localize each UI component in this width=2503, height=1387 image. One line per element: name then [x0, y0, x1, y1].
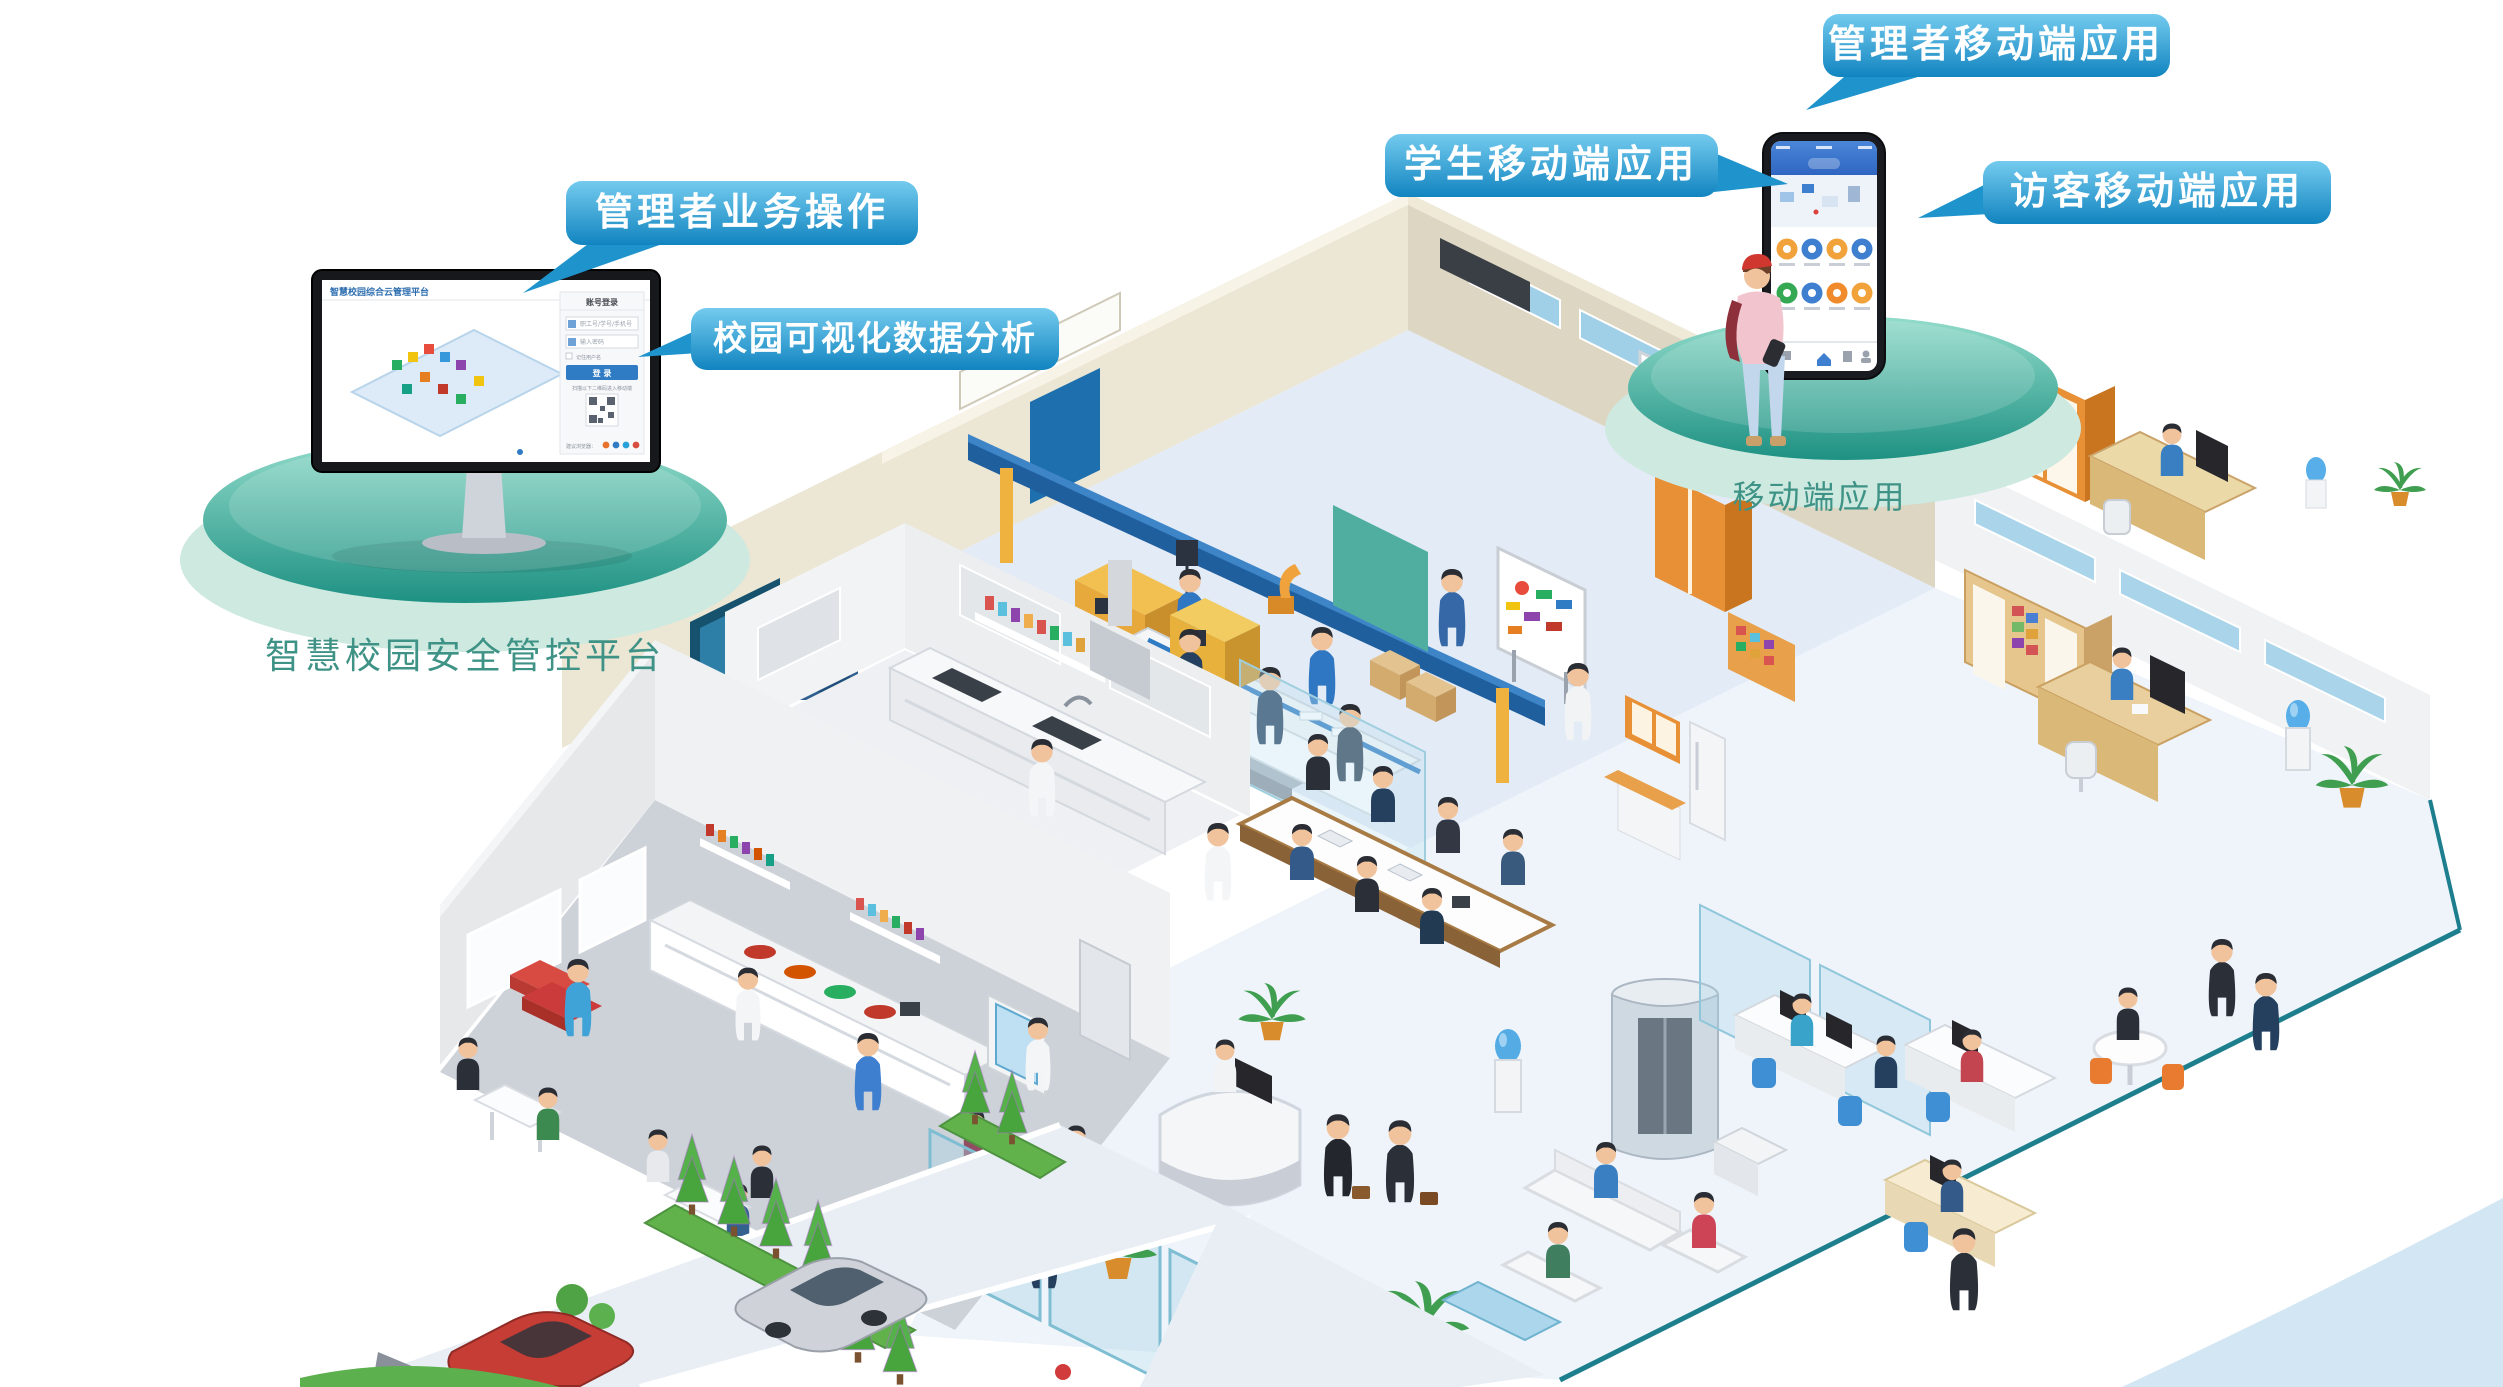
snack-cabinet: [1728, 612, 1795, 702]
window: [578, 845, 647, 955]
browser-icon: [632, 441, 640, 449]
road: [1140, 1205, 1545, 1387]
meeting-whiteboard: [1496, 545, 1587, 704]
profile-icon: [1862, 350, 1870, 358]
login-panel: 账号登录 职工号/学号/手机号 输入密码 记住用户名 登 录 扫描以下二维码进入…: [559, 291, 645, 455]
bush: [556, 1284, 588, 1316]
reception-monitor: [1235, 1058, 1272, 1104]
browser-icon: [622, 441, 630, 449]
username-field: [565, 316, 639, 331]
callout-label: 访客移动端应用: [2010, 169, 2304, 213]
teal-wall: [1333, 505, 1428, 652]
password-field: [565, 334, 639, 349]
callout-manager-operations: 管理者业务操作: [523, 181, 918, 293]
grid-icon: [1782, 351, 1791, 360]
window: [466, 887, 562, 1010]
user-icon: [568, 320, 576, 328]
browser-hint: 建议浏览器：: [566, 443, 596, 450]
callout-manager-mobile: 管理者移动端应用: [1806, 14, 2170, 110]
copier: [1711, 1126, 1789, 1196]
executive-office: [1964, 568, 2389, 808]
door: [1079, 938, 1131, 1062]
browser-icon: [612, 441, 620, 449]
kitchen-shelves: [975, 596, 1105, 683]
screen-header: 智慧校园综合云管理平台: [330, 286, 429, 298]
red-ball: [1055, 1364, 1071, 1380]
office-chair: [2065, 741, 2097, 792]
key-icon: [568, 338, 576, 346]
header-pill: [1808, 158, 1840, 169]
hedge: [938, 1108, 1067, 1180]
doc-icon: [1843, 351, 1852, 362]
silver-car: [734, 1257, 928, 1353]
lawn: [300, 1365, 560, 1387]
browser-icon: [602, 441, 610, 449]
elevator: [1611, 978, 1719, 1160]
mobile-platform: 移动端应用: [1605, 132, 2081, 516]
coffee-table: [1440, 1280, 1563, 1342]
backpack: [1725, 300, 1742, 362]
platform-caption: 移动端应用: [1732, 478, 1907, 516]
meeting-room: [1235, 505, 1592, 968]
ac-unit: [1440, 238, 1530, 312]
callout-label: 管理者业务操作: [595, 190, 889, 234]
lockers: [1655, 470, 1752, 612]
briefcase: [1352, 1186, 1370, 1199]
desktop-monitor: 智慧校园综合云管理平台 账号登录 职工号/学号/手机号 输入密码 记住用户名 登…: [311, 269, 661, 573]
kitchen-counter: [887, 646, 1208, 856]
crane-beam: [968, 440, 1545, 726]
red-cap: [1742, 254, 1772, 270]
crates: [1370, 650, 1456, 722]
parking-area: [300, 1050, 1545, 1387]
floor-edge-trim: [1558, 927, 2462, 1383]
password-placeholder: 输入密码: [580, 338, 604, 346]
remember-checkbox: [565, 352, 573, 360]
lobby-water-cooler: [1494, 1029, 1522, 1113]
qr-hint: 扫描以下二维码进入移动端: [572, 385, 632, 392]
callout-label: 校园可视化数据分析: [713, 319, 1037, 359]
tab-bar: [1782, 350, 1871, 366]
handheld-phone: [1762, 339, 1786, 367]
login-title: 账号登录: [585, 297, 618, 307]
login-button: [566, 365, 638, 380]
kitchen: [725, 523, 1250, 905]
login-button-label: 登 录: [592, 368, 612, 378]
water-cooler: [2285, 700, 2311, 771]
briefcase: [1420, 1192, 1438, 1205]
callout-student-mobile: 学生移动端应用: [1385, 134, 1788, 197]
executive-desk: [2035, 655, 2213, 802]
qr-code: [585, 393, 619, 427]
robot-arm: [1268, 564, 1301, 614]
smartphone: [1762, 132, 1886, 380]
callout-campus-analysis: 校园可视化数据分析: [638, 308, 1059, 370]
remember-label: 记住用户名: [576, 354, 601, 361]
app-header: [1771, 141, 1877, 175]
reception-desk: [1158, 1058, 1302, 1207]
bush: [589, 1303, 615, 1329]
platform-caption: 智慧校园安全管控平台: [265, 636, 665, 677]
kitchenette: [1604, 612, 1795, 861]
desktop-platform: 智慧校园安全管控平台 智慧校园综合云管理平台 账号登录 职工号/学号/手机号: [180, 269, 750, 677]
username-placeholder: 职工号/学号/手机号: [580, 320, 632, 328]
callout-label: 管理者移动端应用: [1828, 22, 2164, 66]
food-shelves: [700, 824, 940, 964]
callout-label: 学生移动端应用: [1404, 142, 1698, 186]
home-icon: [1817, 353, 1831, 366]
callout-visitor-mobile: 访客移动端应用: [1918, 161, 2331, 224]
range-hood: [1090, 560, 1150, 700]
app-icon-grid: [1776, 238, 1873, 310]
student-figure: [1725, 254, 1786, 446]
corner-swoosh: [2122, 1198, 2503, 1387]
factory-blue-door: [1030, 368, 1100, 504]
water-jug: [2305, 457, 2327, 509]
office-area: [1699, 903, 2280, 1311]
